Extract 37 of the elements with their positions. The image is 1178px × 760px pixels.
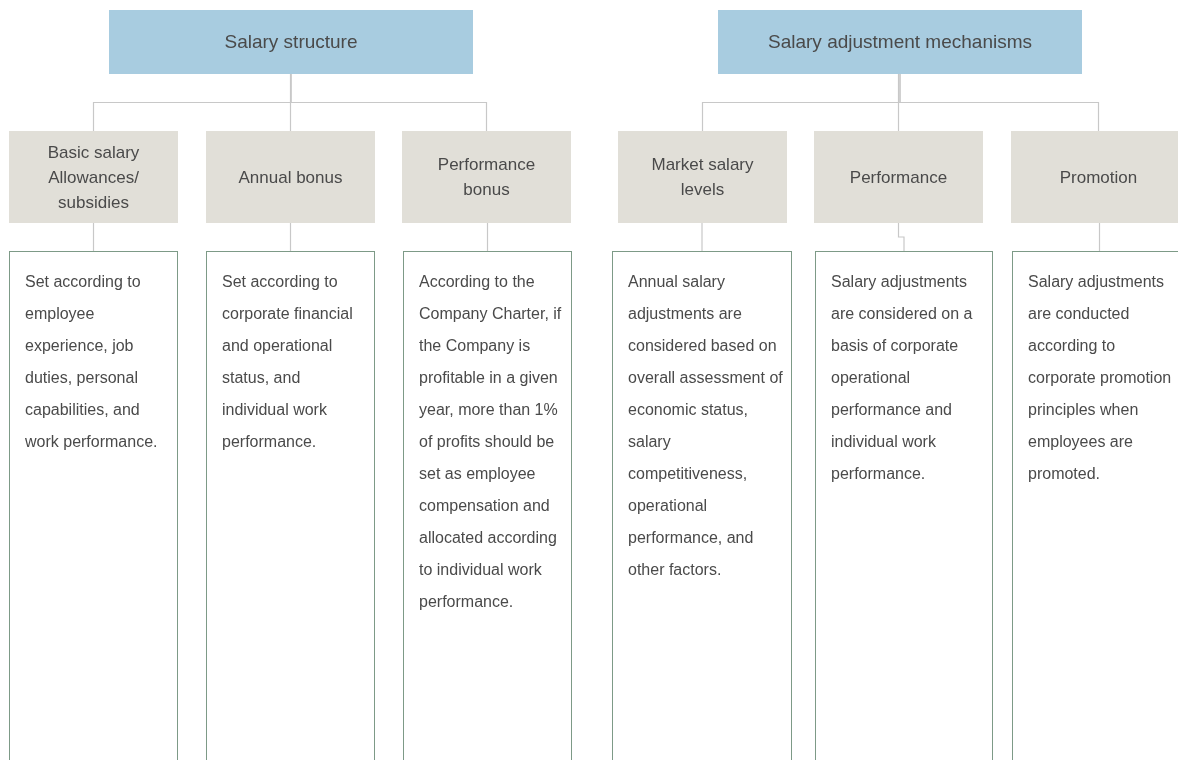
category-box [9, 131, 178, 223]
description-box [403, 251, 572, 760]
category-box [814, 131, 983, 223]
description-box [612, 251, 792, 760]
header-box [718, 10, 1082, 74]
box-text: Salary adjustments are conducted according to corporate promotion principles when employees are promoted. [1028, 272, 1173, 484]
box-text: Salary adjustment mechanisms [767, 30, 1033, 54]
connector-line [290, 73, 488, 132]
box-text: Basic salary Allowances/ subsidies [46, 141, 141, 214]
category-box [1011, 131, 1178, 223]
description-box [815, 251, 993, 760]
box-text: Salary structure [223, 30, 359, 54]
box-text: Set according to employee experience, job duties, personal capabilities, and work performance. [25, 272, 159, 452]
box-text: Annual salary adjustments are considered based on overall assessment of economic status, salary competitiveness, operational performance, and other factors. [628, 272, 783, 580]
box-text: Performance [848, 166, 949, 189]
connector-line [701, 222, 703, 252]
box-text: Performance bonus [436, 154, 537, 201]
category-box [618, 131, 787, 223]
connector-line [92, 222, 95, 252]
connector-line [289, 222, 292, 252]
description-box [206, 251, 375, 760]
box-text: Set according to corporate financial and operational status, and individual work performance. [222, 272, 354, 452]
header-box [109, 10, 473, 74]
connector-line [897, 73, 900, 132]
connector-line [486, 222, 489, 252]
description-box [1012, 251, 1178, 760]
category-box [206, 131, 375, 223]
connector-line [897, 222, 905, 252]
connector-line [1098, 222, 1101, 252]
description-box [9, 251, 178, 760]
box-text: According to the Company Charter, if the Company is profitable in a given year, more than 1% of profits should be set as employee compensation and allocated according to individual work performance. [419, 272, 563, 612]
box-text: Annual bonus [237, 166, 344, 189]
box-text: Promotion [1058, 166, 1139, 189]
box-text: Salary adjustments are considered on a basis of corporate operational performance and individual work performance. [831, 272, 974, 484]
category-box [402, 131, 571, 223]
box-text: Market salary levels [650, 154, 755, 201]
connector-line [899, 73, 1100, 132]
